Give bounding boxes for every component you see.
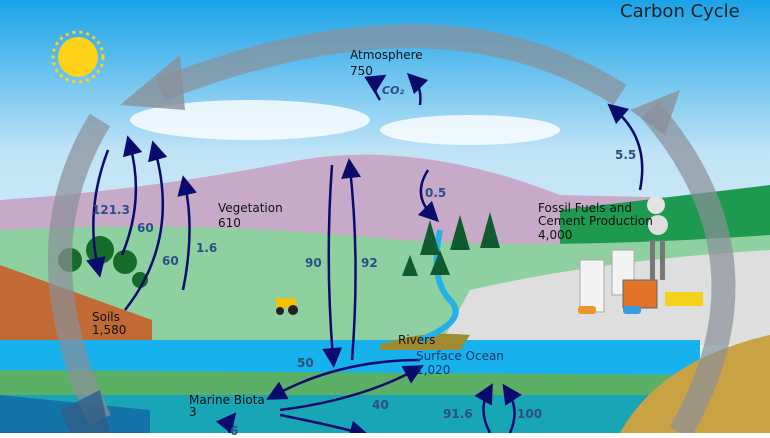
flux-0-5: 0.5 [425,186,447,200]
flux-90: 90 [305,256,322,270]
atmosphere-value: 750 [350,64,373,78]
flux-40: 40 [372,398,389,412]
flux-100: 100 [517,407,543,421]
surface-ocean-label: Surface Ocean [416,349,504,363]
flux-arrows [86,72,644,433]
flux-1-6: 1.6 [196,241,218,255]
fossil-value: 4,000 [538,228,573,242]
forest [402,212,500,276]
deep-ocean [0,395,700,433]
grey-cycle-arrow [48,24,736,433]
sun-icon [51,30,105,84]
atmosphere-label: Atmosphere [350,48,423,62]
city-factory [578,196,703,314]
flux-92: 92 [361,256,378,270]
soils-value: 1,580 [92,323,127,337]
flux-60-a: 60 [137,221,154,235]
fossil-label-line1: Fossil Fuels and [538,201,633,215]
marine-biota-value: 3 [189,405,197,419]
marine-biota-label: Marine Biota [189,393,265,407]
rivers-label: Rivers [398,333,436,347]
diagram-title: Carbon Cycle [620,1,740,22]
soils-label: Soils [92,310,120,324]
vegetation-value: 610 [218,216,241,230]
tractor-icon [276,298,298,315]
surface-ocean [0,340,700,380]
surface-ocean-value: 1,020 [416,363,451,377]
flux-6: 6 [230,424,239,438]
flux-50: 50 [297,356,314,370]
flux-91-6: 91.6 [443,407,473,421]
flux-121-3: 121.3 [92,203,130,217]
fossil-label-line2: Cement Production [538,214,653,228]
co2-label: CO₂ [382,84,405,97]
flux-5-5: 5.5 [615,148,637,162]
vegetation-label: Vegetation [218,201,283,215]
flux-60-b: 60 [162,254,179,268]
